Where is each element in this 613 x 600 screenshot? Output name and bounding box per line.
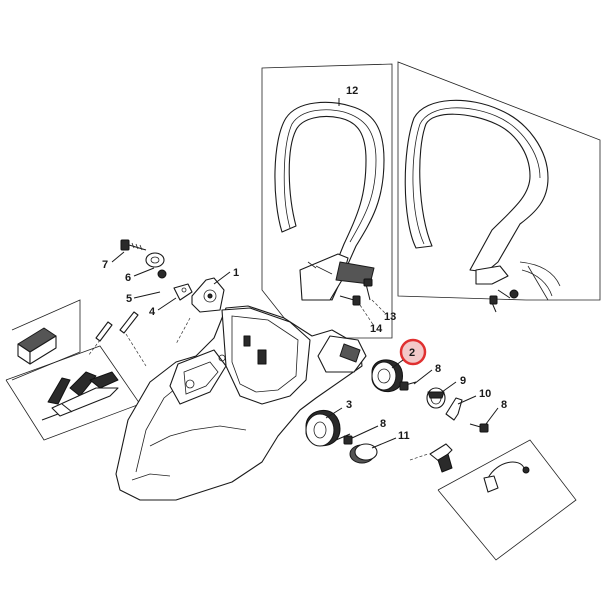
- callout-12[interactable]: 12: [346, 85, 358, 97]
- part-8-screw-b[interactable]: [335, 433, 353, 445]
- handlebar-alternate[interactable]: [404, 99, 561, 301]
- handlebar-panel-right: [397, 61, 601, 301]
- callout-10[interactable]: 10: [479, 388, 491, 400]
- chainsaw-housing[interactable]: [115, 305, 367, 501]
- callout-2[interactable]: 2: [409, 347, 415, 359]
- callout-14[interactable]: 14: [370, 323, 383, 335]
- part-3-av-buffer[interactable]: [305, 410, 341, 447]
- part-connector[interactable]: [409, 443, 453, 473]
- callout-7[interactable]: 7: [102, 259, 108, 271]
- handlebar-12[interactable]: [274, 101, 385, 301]
- part-11-plug[interactable]: [349, 443, 378, 464]
- part-spacer-block[interactable]: [17, 327, 57, 365]
- callout-6[interactable]: 6: [125, 272, 131, 284]
- callout-8-c[interactable]: 8: [501, 399, 507, 411]
- part-1-bracket[interactable]: [191, 277, 225, 313]
- bolt-right-panel[interactable]: [489, 289, 519, 313]
- callout-8-b[interactable]: 8: [380, 418, 386, 430]
- callout-4[interactable]: 4: [149, 306, 156, 318]
- part-5-pin[interactable]: [119, 311, 139, 334]
- part-wire-loop[interactable]: [483, 461, 530, 493]
- callout-9[interactable]: 9: [460, 375, 466, 387]
- part-small-pins[interactable]: [87, 321, 113, 357]
- part-7-screw[interactable]: [120, 239, 147, 251]
- callout-3[interactable]: 3: [346, 399, 352, 411]
- callout-2-highlight-ring: [399, 338, 427, 366]
- part-4-clip[interactable]: [173, 283, 193, 301]
- housing-leader-lines: [125, 317, 191, 367]
- wiring-inset-box: [437, 439, 577, 561]
- part-2-av-buffer[interactable]: [371, 359, 403, 393]
- callout-13[interactable]: 13: [384, 311, 396, 323]
- part-bumper-spike[interactable]: [41, 371, 119, 421]
- part-8-screw-c[interactable]: [469, 423, 489, 433]
- part-8-screw-a[interactable]: [399, 381, 417, 391]
- bolts-13-14[interactable]: [339, 278, 387, 327]
- pin-inset-box: [11, 299, 81, 381]
- part-6-washer[interactable]: [145, 252, 167, 279]
- part-9-spring[interactable]: [426, 387, 446, 409]
- callout-8-a[interactable]: 8: [435, 363, 441, 375]
- callout-1[interactable]: 1: [233, 267, 239, 279]
- callout-11[interactable]: 11: [398, 430, 410, 442]
- part-10-plate[interactable]: [445, 397, 463, 421]
- callout-5[interactable]: 5: [126, 293, 132, 305]
